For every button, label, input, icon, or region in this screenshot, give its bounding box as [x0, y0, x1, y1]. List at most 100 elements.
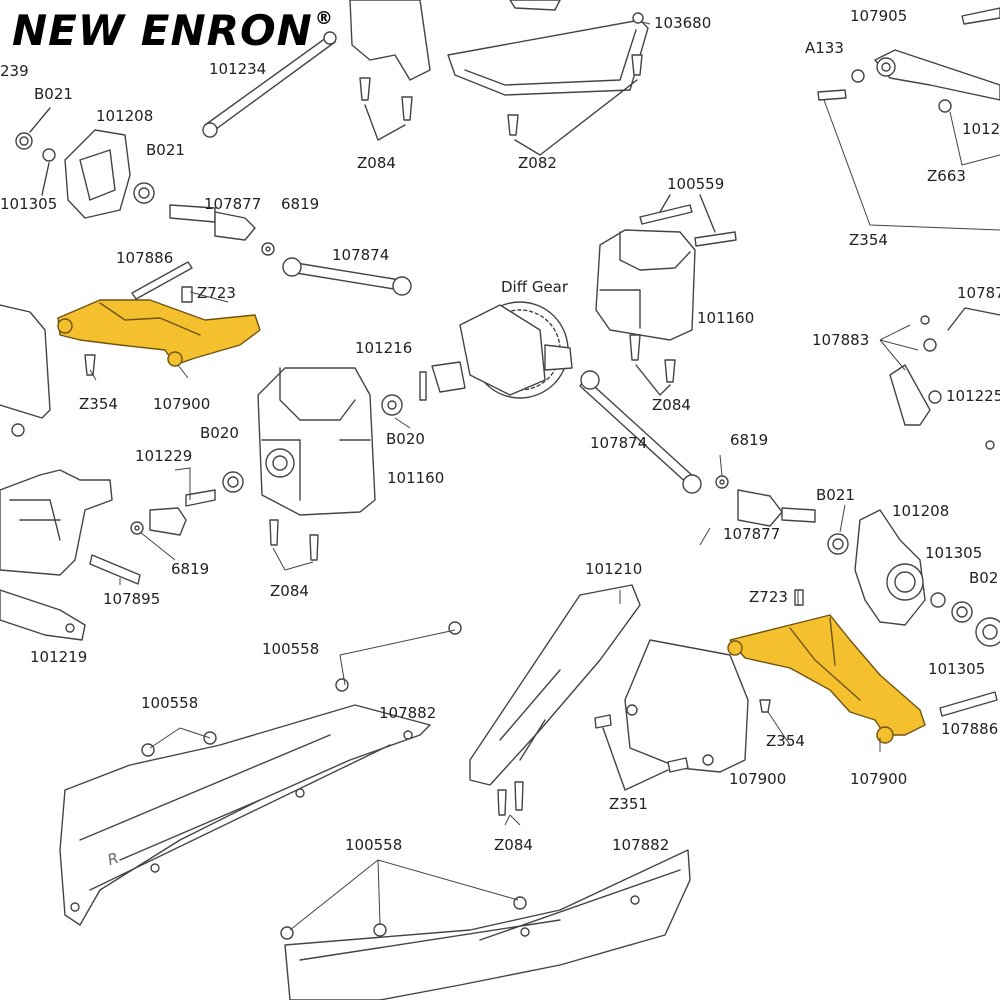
label-z082: Z082	[518, 154, 557, 172]
arm-107900-right	[729, 614, 926, 736]
outdrive-101229	[149, 507, 187, 536]
label-107877-a: 107877	[204, 195, 262, 213]
gear-fragment	[509, 0, 561, 11]
screw-z084-c2	[309, 534, 319, 561]
label-6819-a: 6819	[281, 195, 320, 213]
label-z354-b: Z354	[79, 395, 118, 413]
label-b021-a2: B021	[146, 141, 185, 159]
label-107895: 107895	[103, 590, 161, 608]
brand-logo: NEW ENRON®	[12, 6, 334, 55]
screw-z084-r1	[629, 334, 641, 361]
label-z351: Z351	[609, 795, 648, 813]
l-rod-10787	[947, 307, 1000, 331]
label-101216: 101216	[355, 339, 413, 357]
label-101305-a: 101305	[0, 195, 58, 213]
label-z354-c: Z354	[766, 732, 805, 750]
dogbone-107874-top	[289, 261, 401, 291]
label-b020-b: B020	[386, 430, 425, 448]
label-107900-b: 107900	[729, 770, 787, 788]
link-107883	[889, 364, 931, 426]
label-b021-a: B021	[34, 85, 73, 103]
chassis-plate-left	[0, 304, 51, 419]
label-101160-a: 101160	[697, 309, 755, 327]
link-107905	[874, 49, 1000, 101]
spacer-z723-right	[794, 589, 804, 606]
label-239: 239	[0, 62, 29, 80]
label-10787: 10787	[957, 284, 1000, 302]
gearbox-101160-right	[595, 229, 696, 341]
label-z723-b: Z723	[749, 588, 788, 606]
screw-z082	[507, 114, 519, 136]
label-z084-a: Z084	[357, 154, 396, 172]
pin-101216	[419, 371, 427, 401]
screw-z084-r2	[664, 359, 676, 383]
label-107905: 107905	[850, 7, 908, 25]
label-z723-a: Z723	[197, 284, 236, 302]
screw-z084-top-1	[359, 77, 371, 101]
label-107900-a: 107900	[153, 395, 211, 413]
label-107874-b: 107874	[590, 434, 648, 452]
bolt-103680	[632, 12, 644, 24]
outdrive-107877-right	[737, 489, 783, 527]
screw-z354-right	[759, 699, 771, 713]
brace-101210	[469, 584, 641, 786]
screw-z084-c1	[269, 519, 279, 546]
pinion-101216	[431, 361, 466, 393]
label-101225: 101225	[946, 387, 1000, 405]
label-103680: 103680	[654, 14, 712, 32]
diff-case	[459, 304, 546, 396]
label-1012: 1012	[962, 120, 1000, 138]
label-z354-a: Z354	[849, 231, 888, 249]
label-z084-b: Z084	[652, 396, 691, 414]
screw-100558-c3	[513, 896, 527, 910]
label-100558-b: 100558	[141, 694, 199, 712]
label-107886-b: 107886	[941, 720, 999, 738]
label-107900-c: 107900	[850, 770, 908, 788]
link-101219	[0, 589, 86, 641]
housing-top-fragment	[349, 0, 431, 81]
label-101160-b: 101160	[387, 469, 445, 487]
label-107886-a: 107886	[116, 249, 174, 267]
label-107882-b: 107882	[612, 836, 670, 854]
label-diff-gear: Diff Gear	[501, 278, 569, 296]
screw-100559-1	[639, 204, 693, 225]
label-b020-a: B020	[200, 424, 239, 442]
screw-100558-a2	[335, 678, 349, 692]
screw-z351-1	[594, 714, 612, 729]
label-101305-c: 101305	[928, 660, 986, 678]
screw-100558-b1	[141, 743, 155, 757]
label-6819-b: 6819	[730, 431, 769, 449]
label-101305-b: 101305	[925, 544, 983, 562]
screw-z084-top-2	[401, 96, 413, 121]
screw-z084-b2	[514, 781, 524, 811]
outdrive-cup	[214, 211, 256, 241]
screw-z351-2	[667, 757, 689, 773]
arm-107900-left	[57, 299, 261, 366]
dogbone-107874-mid	[579, 377, 696, 487]
side-guard-107882-right	[284, 849, 691, 1000]
label-b02: B02	[969, 569, 999, 587]
label-101208-b: 101208	[892, 502, 950, 520]
label-107874-a: 107874	[332, 246, 390, 264]
screw-z084-b1	[497, 789, 507, 816]
label-101229: 101229	[135, 447, 193, 465]
label-107877-b: 107877	[723, 525, 781, 543]
gearbox-101160-left	[257, 367, 376, 516]
label-100558-a: 100558	[262, 640, 320, 658]
label-a133: A133	[805, 39, 844, 57]
plate-107900	[624, 639, 749, 773]
label-101210: 101210	[585, 560, 643, 578]
screw-100558-a1	[448, 621, 462, 635]
label-107883: 107883	[812, 331, 870, 349]
screw-top-right	[961, 7, 1000, 25]
label-101219: 101219	[30, 648, 88, 666]
label-z084-c: Z084	[270, 582, 309, 600]
hub-carrier-101208-left	[64, 129, 131, 219]
screw-a133	[817, 89, 847, 101]
label-107882-a: 107882	[379, 704, 437, 722]
label-z084-d: Z084	[494, 836, 533, 854]
label-z663: Z663	[927, 167, 966, 185]
label-100559: 100559	[667, 175, 725, 193]
screw-100559-2	[694, 231, 737, 247]
